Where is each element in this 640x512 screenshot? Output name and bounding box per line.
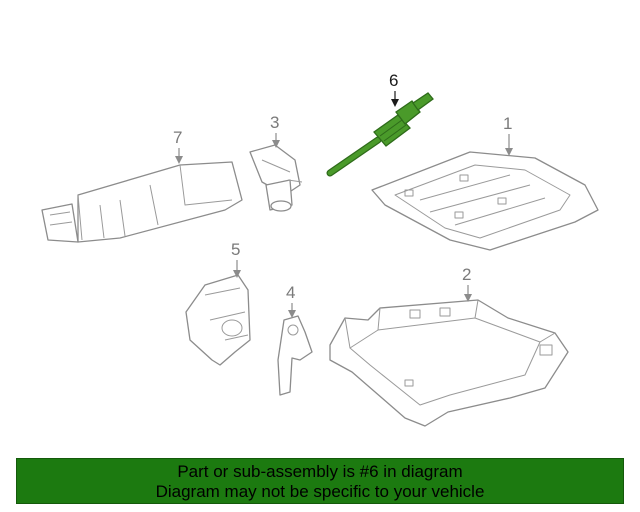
part-2[interactable] [329,299,569,427]
callout-1: 1 [503,114,513,156]
callout-3: 3 [270,113,280,148]
callout-number: 1 [503,114,512,133]
callout-number: 7 [173,128,182,147]
callout-6: 6 [389,71,399,107]
info-banner: Part or sub-assembly is #6 in diagram Di… [16,458,624,504]
part-1[interactable] [371,151,599,251]
parts-diagram: 1 2 3 4 5 6 7 [41,71,599,427]
callout-2: 2 [462,265,472,302]
banner-line-disclaimer: Diagram may not be specific to your vehi… [155,482,485,501]
callout-5: 5 [231,240,241,278]
part-4[interactable] [277,315,313,396]
callout-4: 4 [286,283,296,318]
part-3[interactable] [249,144,303,212]
callout-number: 2 [462,265,471,284]
part-6-glow-plug[interactable] [326,92,434,177]
part-5[interactable] [185,274,251,366]
callout-number-highlighted: 6 [389,71,398,90]
callout-number: 3 [270,113,279,132]
callout-number: 5 [231,240,240,259]
callout-7: 7 [173,128,183,164]
part-7[interactable] [41,161,243,243]
callout-number: 4 [286,283,295,302]
banner-line-part: Part or sub-assembly is #6 in diagram [177,462,463,481]
